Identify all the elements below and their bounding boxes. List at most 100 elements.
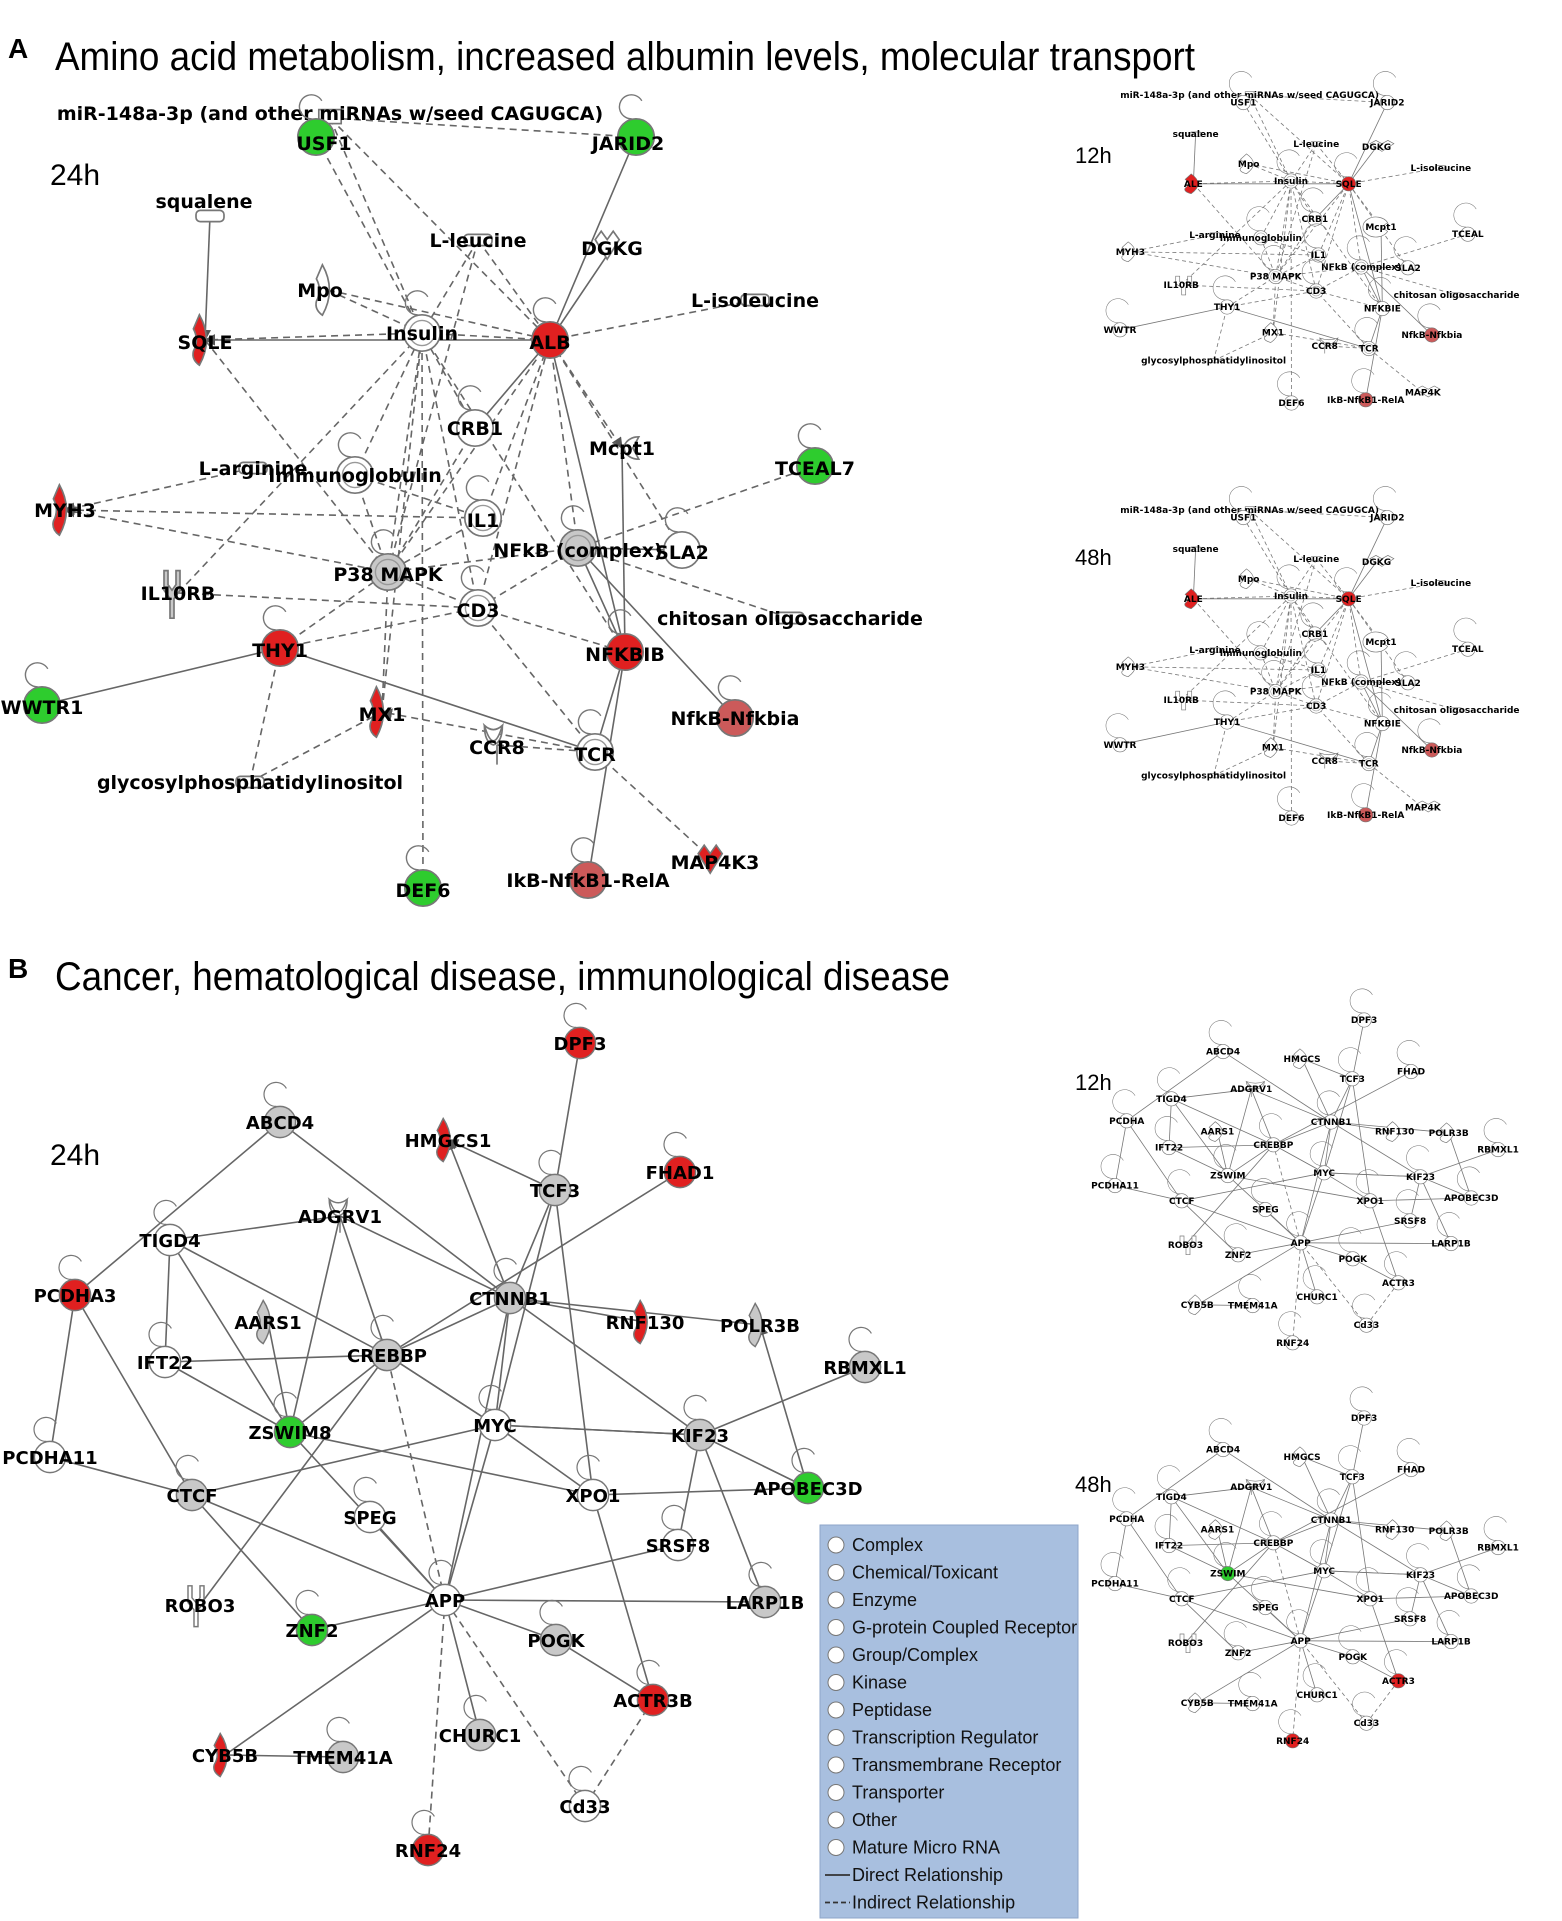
mini-node-label-churc1: CHURC1 — [1296, 1293, 1337, 1303]
mini-edge-ift22-zswim8 — [1168, 1147, 1229, 1176]
mini-edge-jarid2-alb — [1348, 517, 1388, 600]
legend-item-6: Peptidase — [827, 1700, 932, 1720]
node-myh3: MYH3 — [34, 482, 96, 537]
node-apobec3d: APOBEC3D — [753, 1447, 863, 1505]
mini-edge-lleucine-insulin — [1290, 558, 1317, 597]
mini-node-gpi: glycosylphosphatidylinositol — [1141, 357, 1286, 367]
mini-edge-apobec3d-xpo1 — [1369, 1595, 1472, 1601]
panel-a-time-48h: 48h — [1075, 545, 1112, 570]
mini-edge-insulin-nfkbib — [1290, 595, 1383, 724]
mini-node-label-lisoleucine: L-isoleucine — [1411, 579, 1472, 589]
mini-edge-xpo1-myc — [1323, 1570, 1371, 1600]
mini-node-squalene: squalene — [1173, 545, 1219, 555]
mini-edge-jarid2-alb — [1348, 102, 1388, 185]
node-label-cd33: Cd33 — [559, 1797, 610, 1818]
mini-edge-tigd4-ift22 — [1167, 1098, 1172, 1148]
node-crebbp: CREBBP — [347, 1314, 427, 1372]
mini-edge-mx1-p38 — [1272, 276, 1278, 333]
mini-node-label-pcdha3: PCDHA — [1109, 1515, 1144, 1525]
mini-node-label-dpf3: DPF3 — [1351, 1414, 1377, 1424]
edge-kif23-ctnnb1 — [509, 1297, 701, 1436]
edge-tcr-map4k3 — [594, 751, 716, 863]
mini-edge-nfkbnfkbia-nfkb — [1360, 266, 1433, 336]
transmembrane-receptor-icon — [187, 1585, 205, 1628]
mini-node-nfkbib: NFKBIE — [1364, 277, 1401, 317]
node-jarid2: JARID2 — [590, 94, 664, 157]
mini-node-label-pogk: POGK — [1339, 1653, 1369, 1663]
gpcr-icon — [827, 1619, 845, 1636]
mini-edge-ctcf-pcdha3 — [1126, 1120, 1183, 1202]
other-icon — [636, 1659, 670, 1717]
other-icon — [455, 385, 495, 448]
node-label-rnf24: RNF24 — [395, 1841, 461, 1862]
edge-p38-insulin — [387, 331, 427, 573]
mini-node-label-wwtr1: WWTR — [1104, 326, 1137, 336]
chemical-icon — [238, 461, 268, 475]
mini-node-p38: P38 MAPK — [1250, 245, 1303, 285]
mini-node-usf1: USF1 — [1228, 486, 1256, 526]
node-rnf24: RNF24 — [395, 1809, 461, 1867]
mini-node-label-rnf130: RNF130 — [1375, 1526, 1414, 1536]
gpcr-icon — [482, 722, 505, 765]
mini-node-map4k3: MAP4K — [1405, 800, 1442, 814]
edge-crb1-p38 — [387, 427, 476, 573]
enzyme-icon — [192, 312, 208, 367]
mini-node-label-cd33: Cd33 — [1354, 1321, 1380, 1331]
chemical-icon — [740, 293, 770, 307]
mini-edge-usf1-insulin — [1242, 102, 1292, 182]
node-label-map4k3: MAP4K3 — [671, 852, 760, 874]
mini-edge-usf1-insulin — [1242, 517, 1292, 597]
mini-edge-lleucine-insulin — [1290, 143, 1317, 182]
mini-node-churc1: CHURC1 — [1296, 1663, 1338, 1703]
mini-edge-tigd4-zswim8 — [1171, 1098, 1229, 1176]
mini-node-lisoleucine: L-isoleucine — [1411, 579, 1472, 589]
mini-edge-sla2-nfkb — [1360, 265, 1409, 270]
mini-node-nfkb: NFkB (complex) — [1321, 235, 1401, 275]
edge-mpo-alb — [327, 289, 552, 344]
edge-cd33-app — [444, 1599, 586, 1807]
node-actr3b: ACTR3B — [613, 1659, 693, 1717]
mini-edge-tcr-map4k3 — [1368, 348, 1424, 393]
node-label-dpf3: DPF3 — [554, 1034, 607, 1055]
legend-label: Chemical/Toxicant — [852, 1563, 998, 1583]
mini-edge-app-crebbp — [1272, 1144, 1302, 1243]
legend-item-3: G-protein Coupled Receptor — [827, 1618, 1077, 1638]
mini-edge-ikb-nfkbib — [1365, 723, 1384, 815]
mini-edge-mpo-alb — [1248, 163, 1349, 186]
node-def6: DEF6 — [396, 845, 450, 908]
node-label-sqle: SQLE — [178, 332, 233, 354]
mini-node-label-jarid2: JARID2 — [1369, 514, 1404, 524]
mini-node-xpo1: XPO1 — [1355, 1169, 1384, 1209]
mini-node-ctnnb1: CTNNB1 — [1311, 1488, 1352, 1528]
other-icon — [148, 1321, 182, 1379]
node-aars1: AARS1 — [234, 1298, 302, 1345]
mini-node-label-lleucine: L-leucine — [1293, 140, 1339, 150]
mini-node-pcdha11: PCDHA11 — [1091, 1552, 1139, 1592]
mini-node-il1: IL1 — [1304, 223, 1328, 263]
node-label-myc: MYC — [473, 1416, 517, 1437]
mini-node-zswim8: ZSWIM — [1210, 1144, 1245, 1184]
mini-node-label-il1: IL1 — [1311, 251, 1326, 261]
mini-node-chitosan: chitosan oligosaccharide — [1394, 291, 1520, 301]
mini-node-mpo: Mpo — [1238, 568, 1259, 590]
mini-node-tceal7: TCEAL — [1452, 617, 1484, 657]
edge-gpi-thy1 — [249, 646, 284, 783]
mini-edge-app-larp1b — [1300, 1241, 1452, 1246]
node-label-ctcf: CTCF — [167, 1486, 218, 1507]
mini-node-label-xpo1: XPO1 — [1356, 1595, 1383, 1605]
mini-edge-xpo1-myc — [1323, 1172, 1371, 1202]
edge-cd3-insulin — [418, 331, 479, 609]
mini-node-label-sqle: ALE — [1184, 180, 1203, 190]
group-icon — [463, 475, 503, 538]
mini-edge-zswim8-xpo1 — [1227, 1573, 1371, 1601]
mini-edge-fhad1-crebbp — [1273, 1469, 1412, 1544]
transmembrane-receptor-icon — [568, 1765, 602, 1823]
group-icon — [368, 529, 408, 592]
mini-edge-mir-alb — [1249, 509, 1349, 600]
mini-node-dgkg: DGKG — [1362, 140, 1395, 153]
edge-sqle-p38 — [204, 339, 389, 573]
mini-edge-lisoleucine-alb — [1348, 167, 1441, 186]
panel-a-network: miR-148a-3p (and other miRNAs w/seed CAG… — [1, 94, 923, 908]
mini-node-ctcf: CTCF — [1167, 1567, 1194, 1607]
mini-node-il10rb: IL10RB — [1163, 275, 1199, 296]
